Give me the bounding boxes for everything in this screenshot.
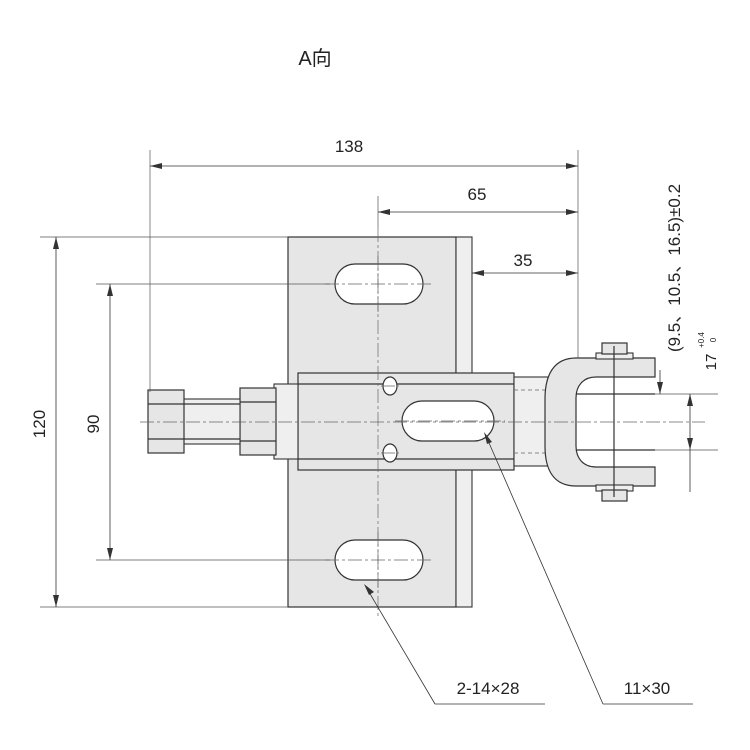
adjusting-bolt (147, 383, 299, 460)
view-title: A向 (298, 47, 331, 70)
dim-to-pin-center: 65 (468, 185, 487, 204)
dim-to-plate-face: 35 (514, 251, 533, 270)
dim-overall-width: 138 (335, 137, 363, 156)
callout-slide-slot: 11×30 (624, 679, 670, 698)
dim-slot-spacing: 90 (84, 415, 103, 434)
dim-plate-height: 120 (30, 410, 49, 438)
dim-adjust-positions: (9.5、10.5、16.5)±0.2 (665, 184, 684, 352)
clevis (544, 342, 656, 502)
callout-plate-slots: 2-14×28 (457, 679, 520, 698)
dim-clevis-gap: 17 (703, 354, 720, 371)
dim-clevis-gap-tol-upper: +0.4 (697, 332, 706, 348)
dim-clevis-gap-tol-lower: 0 (709, 337, 718, 342)
